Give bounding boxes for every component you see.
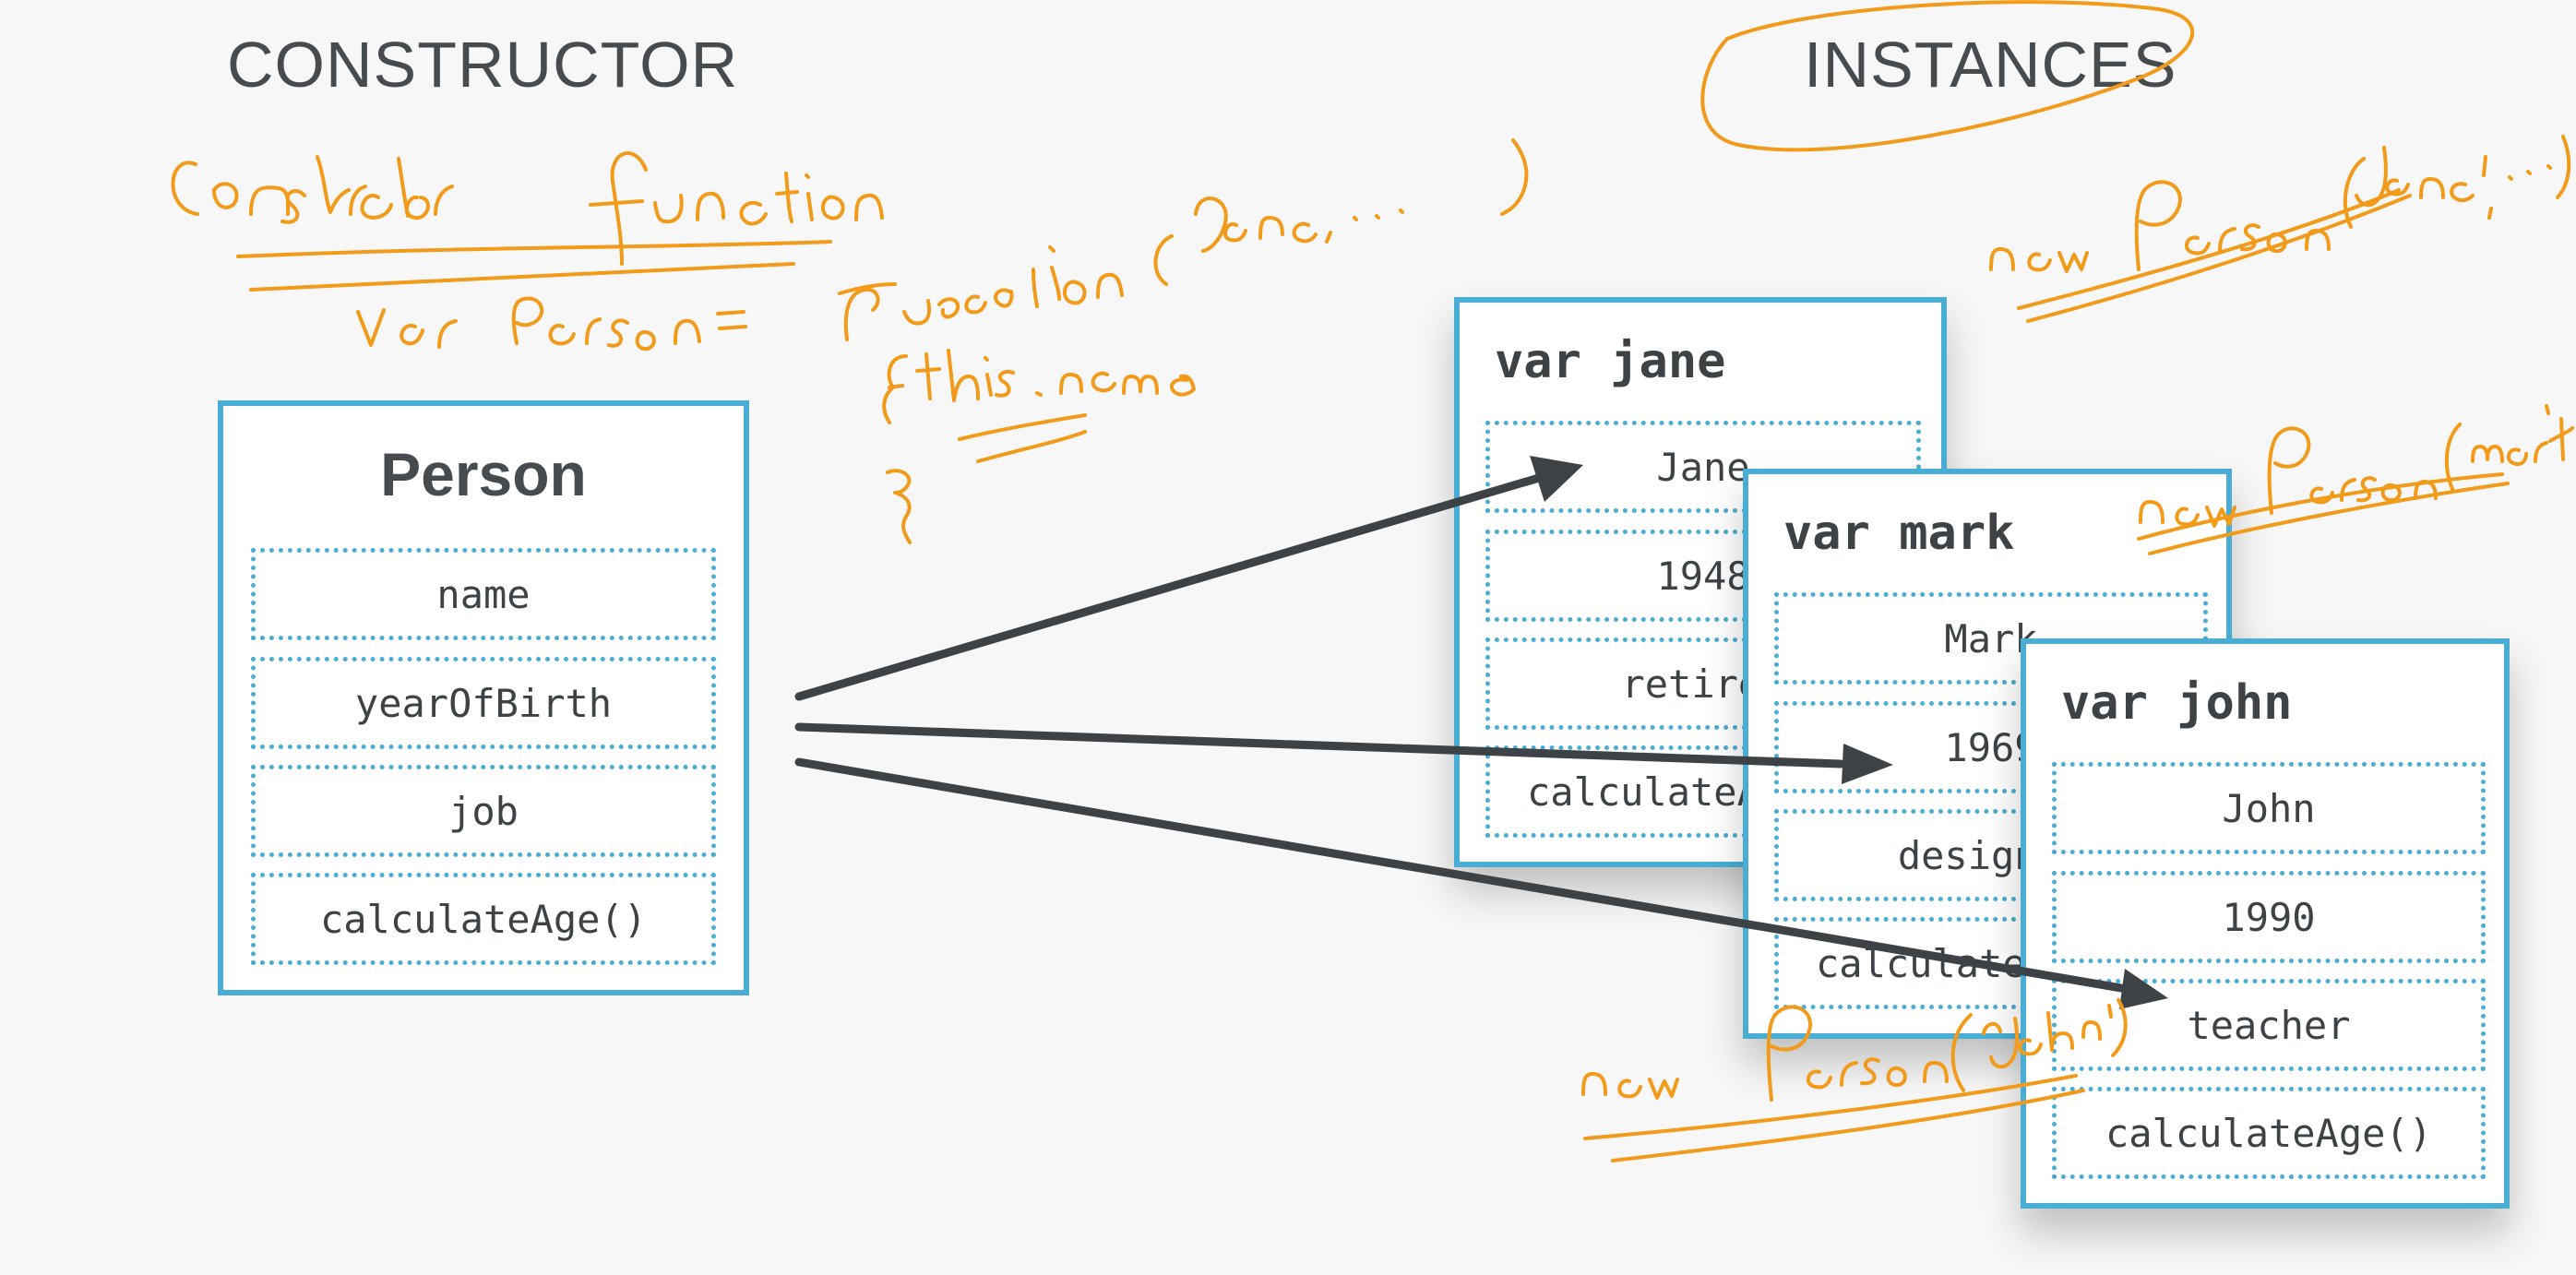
underline-constructor-function xyxy=(236,240,832,258)
instance-john-field-year: 1990 xyxy=(2052,871,2486,963)
arrow-to-jane xyxy=(794,473,1544,701)
person-field-year-of-birth: yearOfBirth xyxy=(251,657,716,749)
scribble-close-brace xyxy=(886,469,912,544)
person-field-name: name xyxy=(251,548,716,640)
person-field-job: job xyxy=(251,765,716,857)
scribble-name-args xyxy=(1153,138,1529,286)
person-constructor-box: Person name yearOfBirth job calculateAge… xyxy=(218,400,749,995)
arrowhead-john xyxy=(2119,969,2168,1009)
scribble-function-word xyxy=(589,151,884,266)
instance-john-field-name: John xyxy=(2052,762,2486,854)
underline-new-person-jane xyxy=(2017,188,2401,310)
scribble-constructor-function xyxy=(171,155,454,224)
instance-john-field-method: calculateAge() xyxy=(2052,1087,2486,1179)
underline-new-person-jane-2 xyxy=(2026,194,2412,323)
instance-jane-title: var jane xyxy=(1495,334,1726,389)
instance-john-field-job: teacher xyxy=(2052,979,2486,1071)
scribble-open-brace xyxy=(882,354,908,424)
underline-constructor-function-2 xyxy=(249,262,795,292)
underline-new-person-john xyxy=(1583,1074,2078,1140)
scribble-new-person-john xyxy=(1581,998,2128,1102)
instance-mark-title: var mark xyxy=(1783,506,2015,561)
scribble-new-person-jane xyxy=(1989,135,2571,273)
circle-instances xyxy=(1700,0,2195,152)
instance-jane-field-name: Jane xyxy=(1485,421,1921,513)
arrowhead-jane xyxy=(1530,456,1583,502)
arrowhead-mark xyxy=(1842,744,1893,784)
underline-new-person-mark xyxy=(2137,472,2504,541)
arrow-to-mark xyxy=(794,722,1845,769)
instance-john-box: var john John 1990 teacher calculateAge(… xyxy=(2021,638,2510,1209)
arrow-to-john xyxy=(794,757,2131,994)
underline-new-person-mark-2 xyxy=(2148,482,2510,555)
person-title: Person xyxy=(380,440,587,508)
underline-this-name-2 xyxy=(976,430,1087,463)
scribble-function-call xyxy=(838,245,1124,341)
person-field-calculate-age: calculateAge() xyxy=(251,873,716,965)
underline-new-person-john-2 xyxy=(1611,1089,2085,1162)
scribble-this-name xyxy=(915,349,1196,402)
constructor-heading: CONSTRUCTOR xyxy=(227,29,739,101)
underline-this-name xyxy=(958,413,1087,441)
instance-john-title: var john xyxy=(2061,675,2293,731)
scribble-var-person xyxy=(356,296,747,352)
